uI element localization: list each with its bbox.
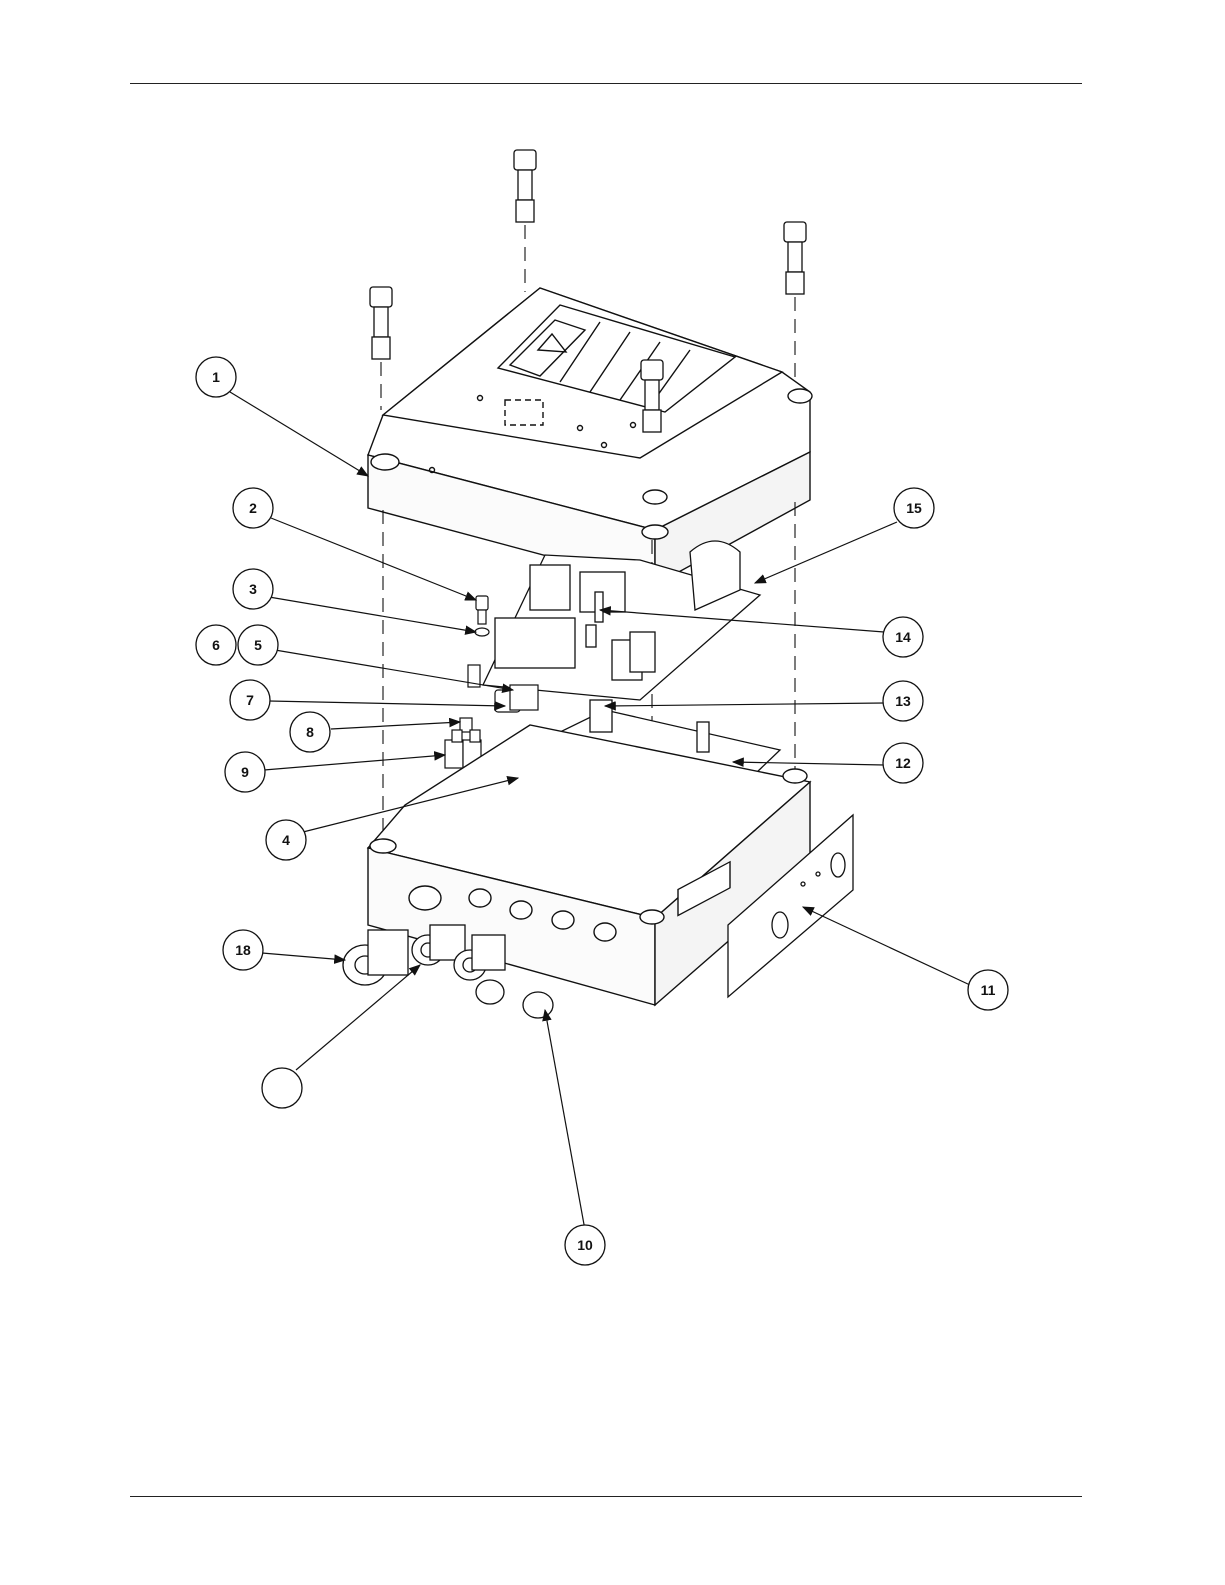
callout-1: 1 (196, 357, 236, 397)
svg-text:1: 1 (212, 369, 220, 385)
svg-text:8: 8 (306, 724, 314, 740)
callout-15: 15 (894, 488, 934, 528)
svg-text:2: 2 (249, 500, 257, 516)
electronics-board (483, 541, 760, 700)
callout-14: 14 (883, 617, 923, 657)
svg-text:3: 3 (249, 581, 257, 597)
svg-text:15: 15 (906, 500, 922, 516)
screw-c (370, 287, 392, 359)
callout-11: 11 (968, 970, 1008, 1010)
svg-text:5: 5 (254, 637, 262, 653)
callout-blank (262, 1068, 302, 1108)
screw-a (514, 150, 536, 222)
callout-9: 9 (225, 752, 265, 792)
svg-text:18: 18 (235, 942, 251, 958)
callout-18: 18 (223, 930, 263, 970)
svg-text:13: 13 (895, 693, 911, 709)
screw-b (784, 222, 806, 294)
callout-5: 5 (238, 625, 278, 665)
callout-13: 13 (883, 681, 923, 721)
callout-4: 4 (266, 820, 306, 860)
svg-text:11: 11 (981, 982, 996, 998)
svg-text:6: 6 (212, 637, 220, 653)
svg-text:4: 4 (282, 832, 290, 848)
callout-12: 12 (883, 743, 923, 783)
svg-text:14: 14 (895, 629, 911, 645)
callout-3: 3 (233, 569, 273, 609)
enclosure-lid (368, 288, 812, 585)
callout-6: 6 (196, 625, 236, 665)
callout-7: 7 (230, 680, 270, 720)
svg-text:10: 10 (577, 1237, 593, 1253)
callout-2: 2 (233, 488, 273, 528)
svg-text:7: 7 (246, 692, 254, 708)
callout-8: 8 (290, 712, 330, 752)
svg-text:12: 12 (895, 755, 911, 771)
svg-text:9: 9 (241, 764, 249, 780)
callout-10: 10 (565, 1225, 605, 1265)
